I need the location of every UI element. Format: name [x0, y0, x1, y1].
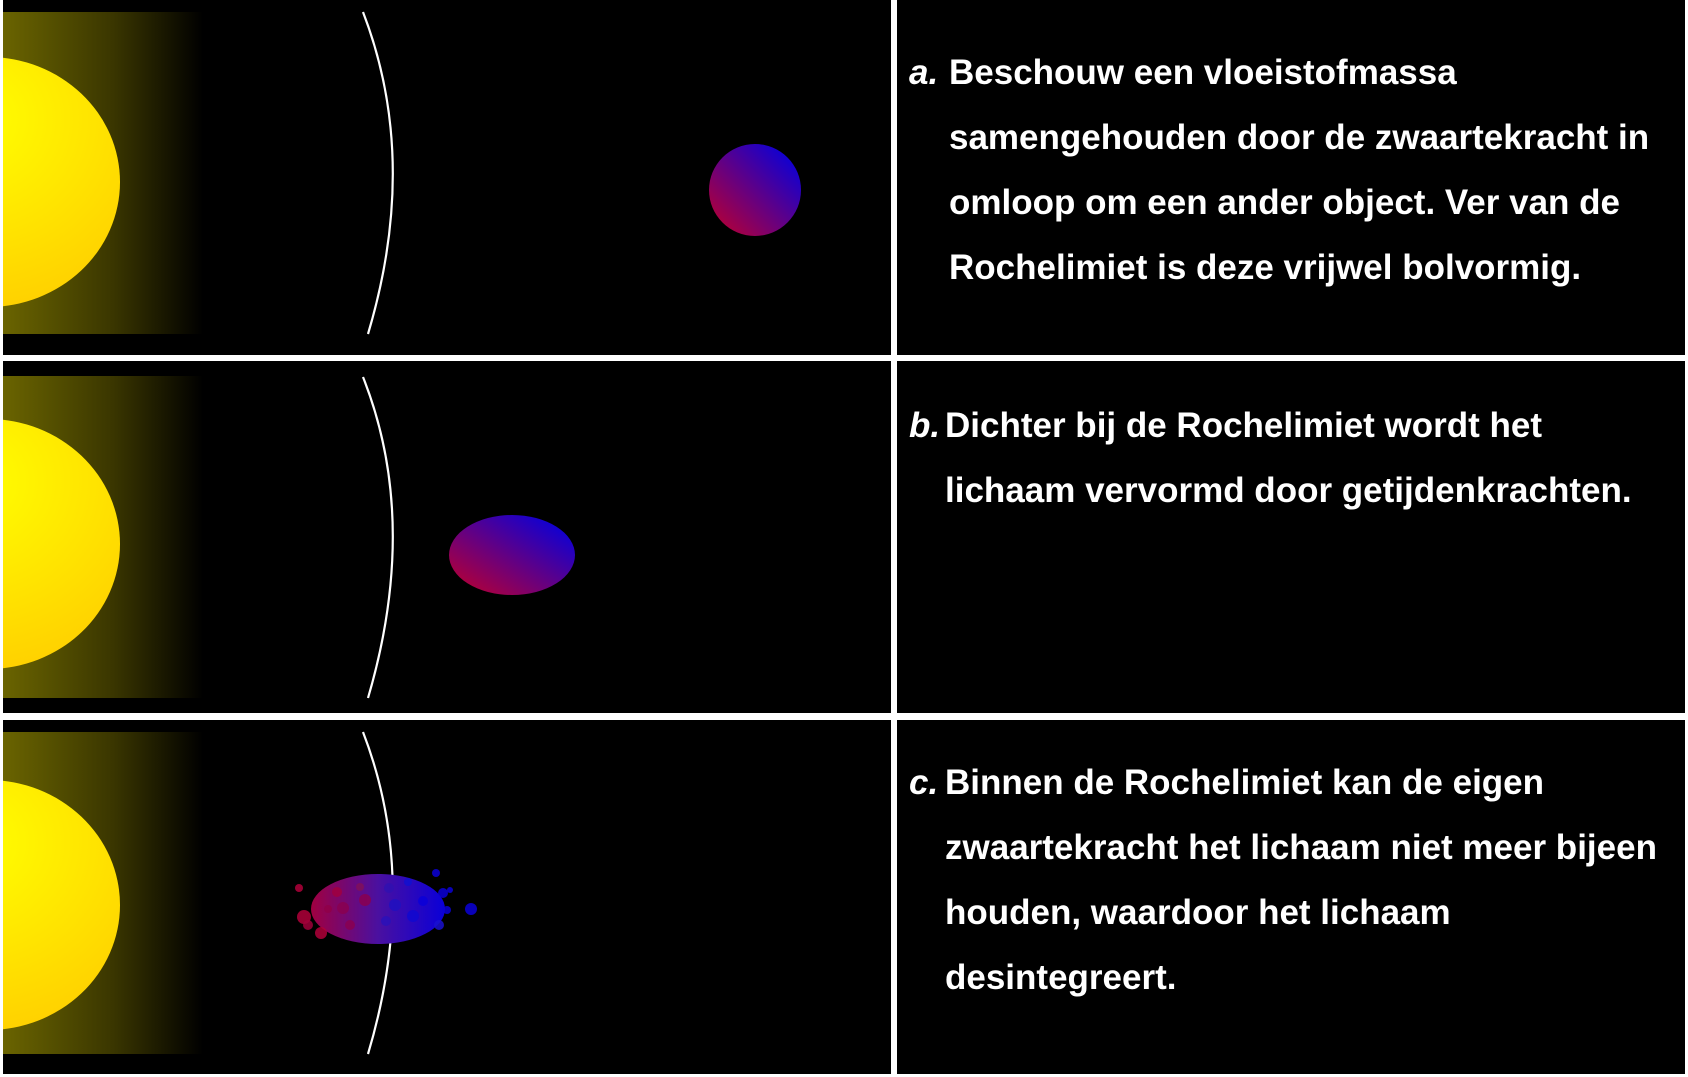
debris-fragment: [332, 887, 342, 897]
caption-b-letter: b.: [909, 406, 941, 445]
caption-cell-c: c.Binnen de Rochelimiet kan de eigen zwa…: [897, 720, 1685, 1074]
caption-cell-a: a. Beschouw een vloeistofmassa samengehou…: [897, 0, 1685, 355]
panel-a: a. Beschouw een vloeistofmassa samengehou…: [0, 0, 1688, 355]
scene-b: [3, 361, 891, 713]
panel-b: b.Dichter bij de Rochelimiet wordt het l…: [0, 361, 1688, 713]
satellite-disintegrating: [311, 874, 445, 944]
debris-fragment: [465, 903, 477, 915]
caption-c: c.Binnen de Rochelimiet kan de eigen zwa…: [909, 750, 1677, 1010]
primary-body: [3, 780, 120, 1030]
debris-fragment: [384, 883, 394, 893]
debris-fragment: [356, 883, 364, 891]
debris-fragment: [389, 899, 401, 911]
debris-fragment: [303, 920, 313, 930]
debris-fragment: [418, 896, 428, 906]
satellite-sphere: [709, 144, 801, 236]
roche-limit-arc: [361, 376, 394, 699]
caption-a: a. Beschouw een vloeistofmassa samengehou…: [909, 40, 1677, 300]
caption-b: b.Dichter bij de Rochelimiet wordt het l…: [909, 393, 1677, 523]
primary-body: [3, 57, 120, 307]
caption-b-text: Dichter bij de Rochelimiet wordt het lic…: [945, 406, 1632, 510]
debris-fragments: [295, 869, 477, 939]
scene-a: [3, 0, 891, 355]
scene-a-drawing: [3, 11, 801, 335]
debris-fragment: [324, 905, 332, 913]
debris-fragment: [337, 902, 349, 914]
debris-fragment: [404, 878, 412, 886]
caption-cell-b: b.Dichter bij de Rochelimiet wordt het l…: [897, 361, 1685, 713]
debris-fragment: [447, 887, 453, 893]
debris-fragment: [407, 910, 419, 922]
debris-fragment: [381, 916, 391, 926]
caption-c-text: Binnen de Rochelimiet kan de eigen zwaar…: [945, 763, 1657, 997]
scene-c: [3, 720, 891, 1074]
caption-a-letter: a.: [909, 53, 939, 92]
debris-fragment: [359, 894, 371, 906]
debris-fragment: [434, 920, 444, 930]
debris-fragment: [295, 884, 303, 892]
debris-fragment: [432, 869, 440, 877]
panel-c: c.Binnen de Rochelimiet kan de eigen zwa…: [0, 720, 1688, 1074]
roche-limit-arc: [361, 11, 394, 335]
satellite-ellipsoid: [449, 515, 575, 595]
scene-c-drawing: [3, 731, 477, 1055]
scene-b-drawing: [3, 376, 575, 699]
caption-c-letter: c.: [909, 763, 939, 802]
debris-fragment: [345, 920, 355, 930]
primary-body: [3, 419, 120, 669]
debris-fragment: [315, 927, 327, 939]
debris-fragment: [438, 888, 448, 898]
caption-a-text: Beschouw een vloeistofmassa samengehoude…: [949, 53, 1650, 287]
debris-fragment: [443, 906, 451, 914]
